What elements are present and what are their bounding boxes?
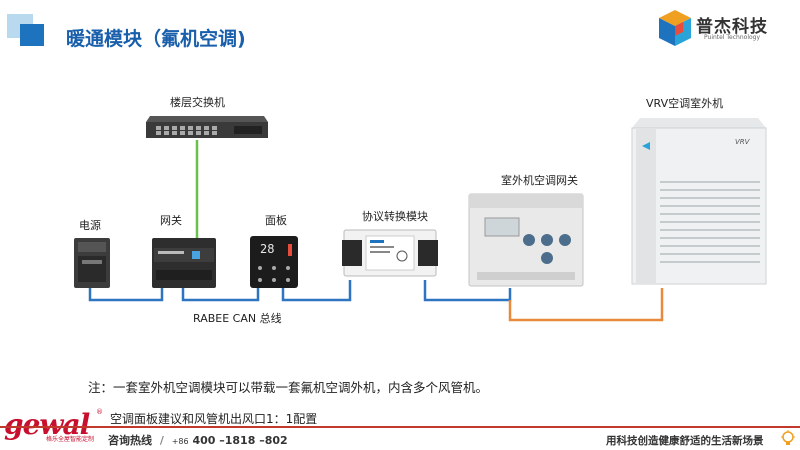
thermostat-panel-device: 28 — [250, 236, 298, 288]
logo-english: Puintel Technology — [704, 34, 761, 41]
hotline-country-code: +86 — [171, 437, 189, 446]
vrv-wire — [508, 288, 664, 322]
footer-tagline: 用科技创造健康舒适的生活新场景 — [606, 435, 764, 447]
gateway-label: 网关 — [160, 214, 182, 227]
brand-slogan: 格乐全屋智能定制 — [46, 436, 95, 443]
lightbulb-icon — [781, 430, 795, 445]
brand-reg: ® — [96, 408, 103, 416]
company-logo: 普杰科技 Puintel Technology — [656, 8, 786, 48]
vrv-outdoor-unit-device: VRV — [630, 112, 768, 288]
bus-wire-panel-converter — [281, 280, 352, 302]
switch-label: 楼层交换机 — [170, 96, 225, 109]
hotline-sep: / — [159, 434, 164, 447]
page-title: 暖通模块（氟机空调) — [66, 28, 246, 50]
bus-label: RABEE CAN 总线 — [193, 312, 282, 325]
brand-name: gewal — [4, 408, 90, 441]
bus-wire-converter-outdoor — [423, 280, 512, 302]
panel-label: 面板 — [265, 214, 287, 227]
gateway-device — [152, 238, 216, 288]
note-text: 注：一套室外机空调模块可以带载一套氟机空调外机，内含多个风管机。 — [88, 380, 489, 395]
power-label: 电源 — [79, 219, 101, 232]
converter-label: 协议转换模块 — [362, 210, 428, 223]
hotline: 咨询热线 / +86 400 –1818 –802 — [108, 432, 288, 448]
hotline-label: 咨询热线 — [108, 434, 152, 447]
vrv-badge: VRV — [735, 138, 750, 146]
panel-display: 28 — [260, 242, 275, 256]
sub-note-text: 空调面板建议和风管机出风口1：1配置 — [110, 412, 318, 426]
footer-divider — [0, 426, 800, 428]
bus-wire-gateway-panel — [181, 288, 260, 302]
logo-name: 普杰科技 — [696, 17, 768, 37]
floor-switch-device — [146, 116, 268, 138]
logo-cube-icon — [659, 10, 691, 46]
outdoor-gateway-label: 室外机空调网关 — [501, 174, 578, 187]
title-decoration — [0, 0, 60, 70]
protocol-converter-device — [342, 229, 438, 277]
bus-wire-power-gateway — [88, 288, 164, 302]
outdoor-ac-gateway-device — [468, 193, 584, 287]
hotline-number: 400 –1818 –802 — [192, 434, 288, 447]
vrv-label: VRV空调室外机 — [646, 97, 724, 110]
power-supply-device — [74, 238, 110, 288]
brand-logo: gewal ® — [4, 408, 103, 441]
